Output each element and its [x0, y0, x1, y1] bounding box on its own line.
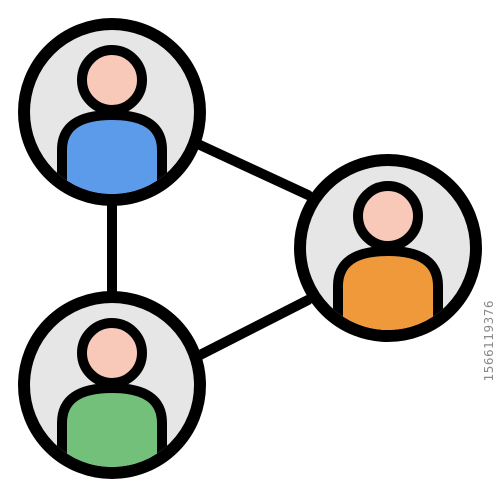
connection-line-bottom-right [195, 295, 313, 360]
person-right-head [353, 181, 423, 251]
person-right-icon [294, 154, 482, 342]
watermark-id: 1566119376 [482, 300, 496, 382]
connection-lines [107, 140, 313, 360]
person-top-left-icon [18, 18, 206, 206]
person-bottom-left-body [57, 382, 167, 467]
person-top-left-head [77, 45, 147, 115]
connection-line-top-right [195, 140, 313, 200]
person-bottom-left-head [77, 318, 147, 388]
person-right-body [333, 245, 443, 330]
person-top-left-body [57, 109, 167, 194]
person-bottom-left-icon [18, 291, 206, 479]
